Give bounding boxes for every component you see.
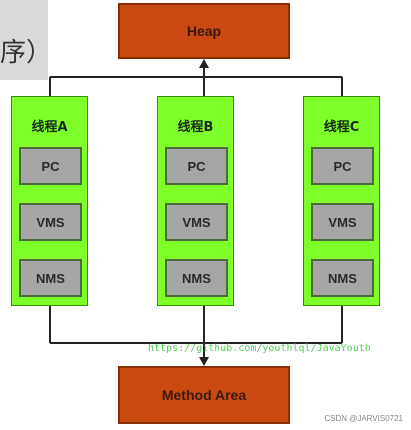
vm-stack: VMS xyxy=(165,203,228,241)
native-method-stack: NMS xyxy=(165,259,228,297)
vm-stack: VMS xyxy=(311,203,374,241)
thread-label: 线程A xyxy=(31,120,68,135)
method-area-box: Method Area xyxy=(118,366,290,424)
thread-a: 线程A PC VMS NMS xyxy=(11,96,88,306)
heap-arrowhead xyxy=(199,59,209,68)
heap-box: Heap xyxy=(118,3,290,59)
csdn-credit: CSDN @JARVIS0721 xyxy=(324,414,403,423)
watermark-url: https://github.com/youthlql/JavaYouth xyxy=(148,343,371,354)
thread-label: 线程B xyxy=(177,120,214,135)
corner-panel: 序） xyxy=(0,0,52,80)
pc-register: PC xyxy=(165,147,228,185)
native-method-stack: NMS xyxy=(311,259,374,297)
heap-label: Heap xyxy=(186,23,222,39)
method-area-label: Method Area xyxy=(161,387,247,403)
pc-register: PC xyxy=(311,147,374,185)
pc-register: PC xyxy=(19,147,82,185)
thread-label: 线程C xyxy=(323,120,360,135)
thread-c: 线程C PC VMS NMS xyxy=(303,96,380,306)
thread-b: 线程B PC VMS NMS xyxy=(157,96,234,306)
vm-stack: VMS xyxy=(19,203,82,241)
native-method-stack: NMS xyxy=(19,259,82,297)
method-area-arrowhead xyxy=(199,357,209,366)
corner-text: 序） xyxy=(0,38,53,68)
